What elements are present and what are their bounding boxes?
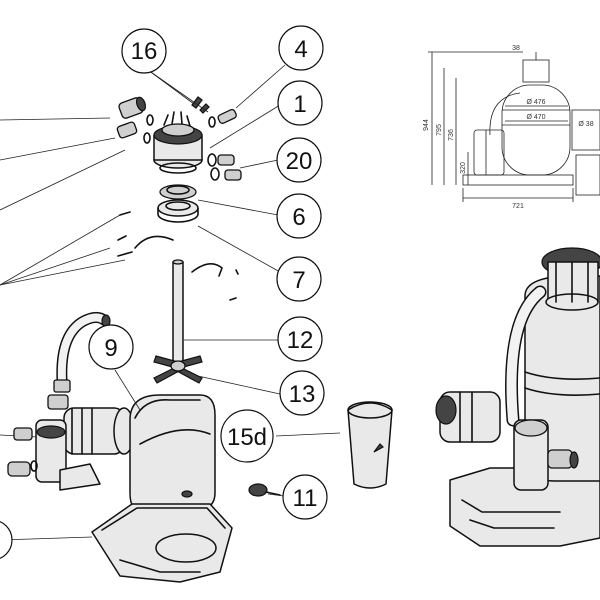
clamp <box>117 211 239 301</box>
callout-9: 9 <box>88 324 134 370</box>
callout-20: 20 <box>276 137 322 183</box>
small-screws <box>191 96 237 128</box>
hose <box>53 311 111 393</box>
callout-label: 11 <box>293 485 318 512</box>
dim-top-offset: 38 <box>512 45 520 52</box>
drain-plugs <box>207 153 242 181</box>
dim-total-height: 944 <box>423 119 430 131</box>
exploded-view: 16 4 1 20 6 7 12 9 <box>0 25 393 583</box>
callout-11: 11 <box>282 474 328 520</box>
dim-320: 320 <box>460 162 467 174</box>
callout-leaders <box>114 64 341 498</box>
callout-label: 7 <box>292 267 305 294</box>
filter-tank-body <box>129 394 216 514</box>
assembled-filter-unit <box>435 247 600 547</box>
screw-11 <box>248 483 281 497</box>
callout-label: 1 <box>293 91 306 118</box>
filter-base <box>91 503 233 583</box>
fittings-upper-left <box>116 96 154 144</box>
callout-label: 13 <box>289 381 316 408</box>
gasket-ring <box>157 184 199 223</box>
dim-side-diameter: Ø 38 <box>578 121 593 128</box>
laterals <box>153 355 203 384</box>
left-edge-leaders <box>0 117 126 541</box>
callout-label: 20 <box>286 148 313 175</box>
cartridge-15d <box>347 401 393 489</box>
dim-inner-diameter: Ø 470 <box>526 114 545 121</box>
callout-label: 6 <box>292 204 305 231</box>
callout-6: 6 <box>276 193 322 239</box>
callout-1: 1 <box>277 80 323 126</box>
dim-795: 795 <box>436 124 443 136</box>
callout-13: 13 <box>279 370 325 416</box>
callout-label: 4 <box>294 36 307 63</box>
callout-12: 12 <box>277 316 323 362</box>
callout-partial <box>0 521 13 559</box>
dim-736: 736 <box>448 129 455 141</box>
dim-width: 721 <box>512 203 524 210</box>
callout-15d: 15d <box>220 409 274 463</box>
callout-7: 7 <box>276 256 322 302</box>
pump <box>7 394 135 491</box>
dim-outer-diameter: Ø 476 <box>526 99 545 106</box>
callout-4: 4 <box>278 25 324 71</box>
callout-label: 9 <box>104 335 117 362</box>
multiport-valve <box>153 111 203 174</box>
callout-16: 16 <box>121 28 167 74</box>
callout-label: 12 <box>287 327 314 354</box>
callout-label: 15d <box>227 424 267 451</box>
standpipe <box>172 259 184 363</box>
dimension-drawing: 944 795 736 320 38 Ø 476 Ø 470 721 Ø 38 <box>423 45 600 210</box>
callout-label: 16 <box>131 38 158 65</box>
